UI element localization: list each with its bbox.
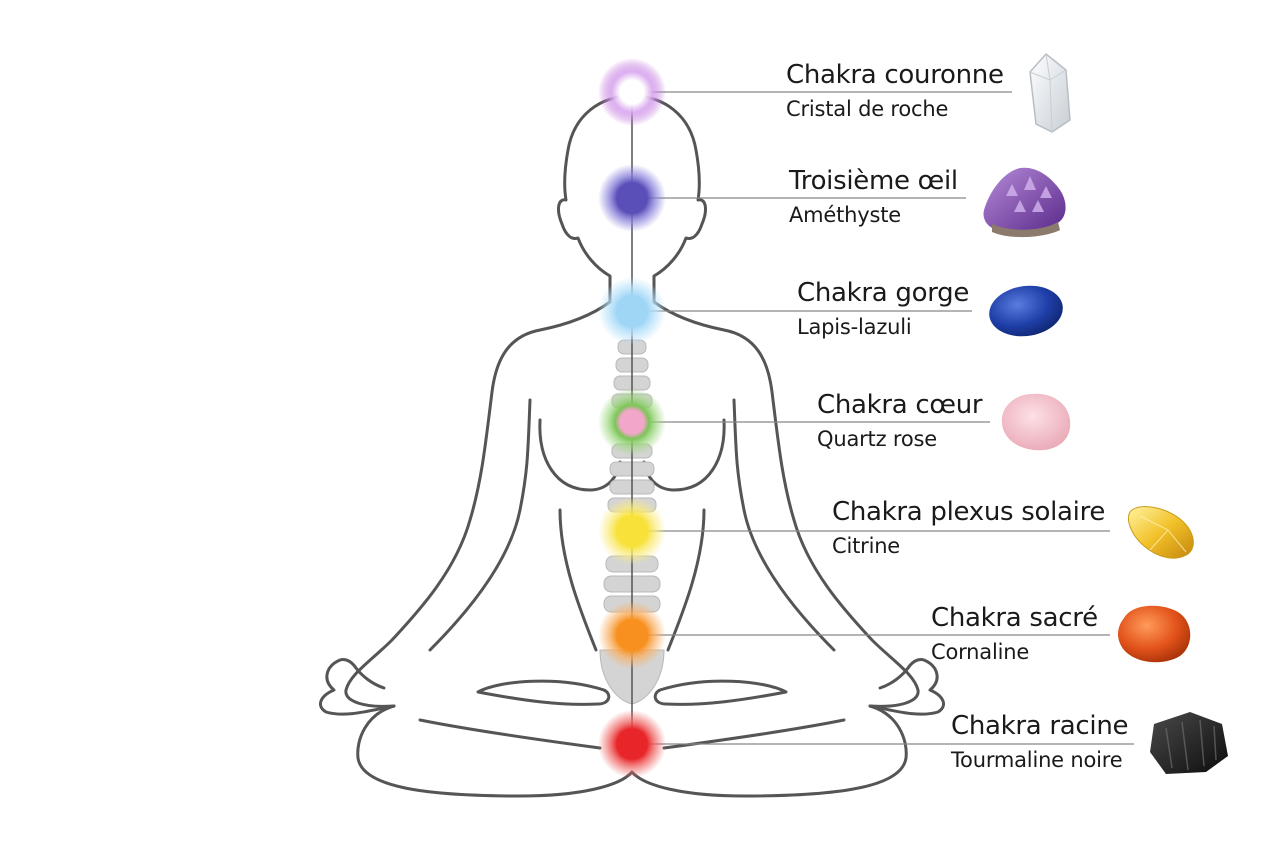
chakra-orbs (598, 58, 666, 778)
right-arm-outline (652, 300, 920, 708)
chakra-name: Chakra sacré (931, 603, 1098, 633)
waist-left (558, 508, 598, 652)
rock-crystal-icon (1029, 52, 1071, 133)
stone-name: Tourmaline noire (951, 748, 1123, 772)
stone-name: Quartz rose (817, 427, 937, 451)
carnelian-icon (1118, 605, 1191, 663)
chakra-name: Chakra cœur (817, 390, 983, 420)
stone-name: Améthyste (789, 203, 902, 227)
head-outline (557, 94, 634, 304)
chakra-orb-root (598, 710, 666, 778)
chakra-orb-crown (598, 58, 666, 126)
leader-lines (632, 91, 1134, 745)
waist-right (666, 508, 706, 652)
chakra-name: Chakra plexus solaire (832, 497, 1106, 527)
left-hand (318, 658, 396, 716)
stones (983, 52, 1228, 774)
inner-legs (418, 718, 602, 750)
chakra-name: Chakra racine (951, 711, 1129, 741)
label-sacral: Chakra sacré Cornaline (931, 603, 1098, 665)
inner-legs-right (662, 718, 846, 750)
chakra-name: Troisième œil (789, 166, 958, 196)
black-tourmaline-icon (1150, 712, 1228, 774)
chakra-orb-sacral (598, 601, 666, 669)
label-solar-plexus: Chakra plexus solaire Citrine (832, 497, 1105, 559)
left-inner-arm (428, 398, 532, 652)
rose-quartz-icon (1001, 393, 1071, 451)
stone-name: Citrine (832, 534, 901, 558)
chakra-name: Chakra gorge (797, 278, 970, 308)
left-foot (476, 679, 611, 706)
right-foot (653, 679, 788, 706)
lapis-lazuli-icon (989, 285, 1063, 337)
chakra-orb-throat (598, 277, 666, 345)
label-crown: Chakra couronne Cristal de roche (786, 60, 1004, 122)
chakra-orb-solar-plexus (598, 497, 666, 565)
right-inner-arm (732, 398, 836, 652)
chakra-name: Chakra couronne (786, 60, 1004, 90)
label-third-eye: Troisième œil Améthyste (789, 166, 958, 228)
chakra-orb-third-eye (598, 164, 666, 232)
label-root: Chakra racine Tourmaline noire (951, 711, 1129, 773)
amethyst-icon (983, 167, 1066, 238)
label-throat: Chakra gorge Lapis-lazuli (797, 278, 969, 340)
left-arm-outline (344, 300, 612, 708)
right-hand (868, 658, 946, 716)
chakra-orb-heart (598, 388, 666, 456)
stone-name: Lapis-lazuli (797, 315, 912, 339)
label-heart: Chakra cœur Quartz rose (817, 390, 983, 452)
stone-name: Cristal de roche (786, 97, 949, 121)
head-outline-right (630, 94, 707, 304)
citrine-icon (1128, 506, 1194, 559)
stone-name: Cornaline (931, 640, 1030, 664)
